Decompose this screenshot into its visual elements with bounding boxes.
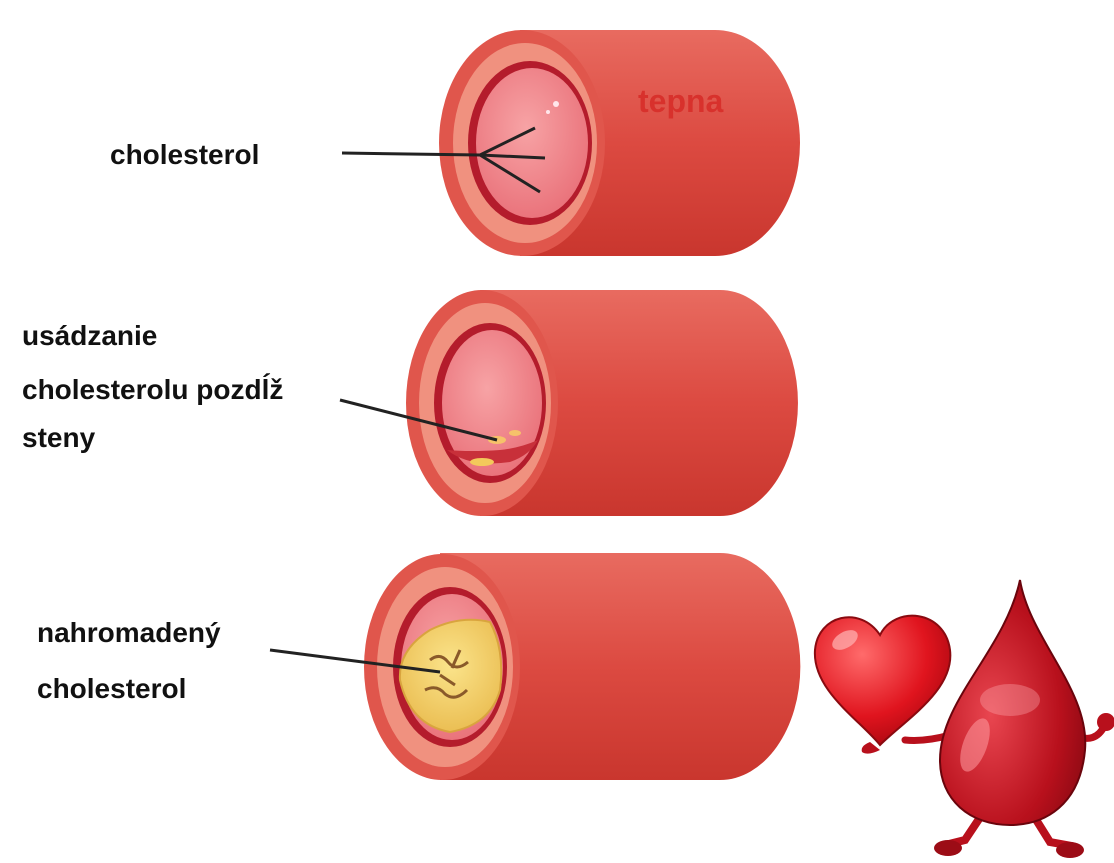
artery-healthy: [439, 30, 800, 256]
label-deposit-line2: cholesterolu pozdĺž: [22, 373, 283, 405]
blood-drop-icon: [905, 580, 1114, 858]
heart-icon: [815, 616, 950, 754]
artery-deposit: [406, 290, 798, 516]
label-artery: tepna: [638, 83, 724, 119]
label-deposit-line3: steny: [22, 422, 96, 453]
label-deposit-line1: usádzanie: [22, 320, 157, 351]
label-accumulated-line1: nahromadený: [37, 617, 221, 648]
label-cholesterol-top: cholesterol: [110, 139, 259, 170]
label-accumulated-line2: cholesterol: [37, 673, 186, 704]
artery-blocked: [364, 553, 800, 780]
